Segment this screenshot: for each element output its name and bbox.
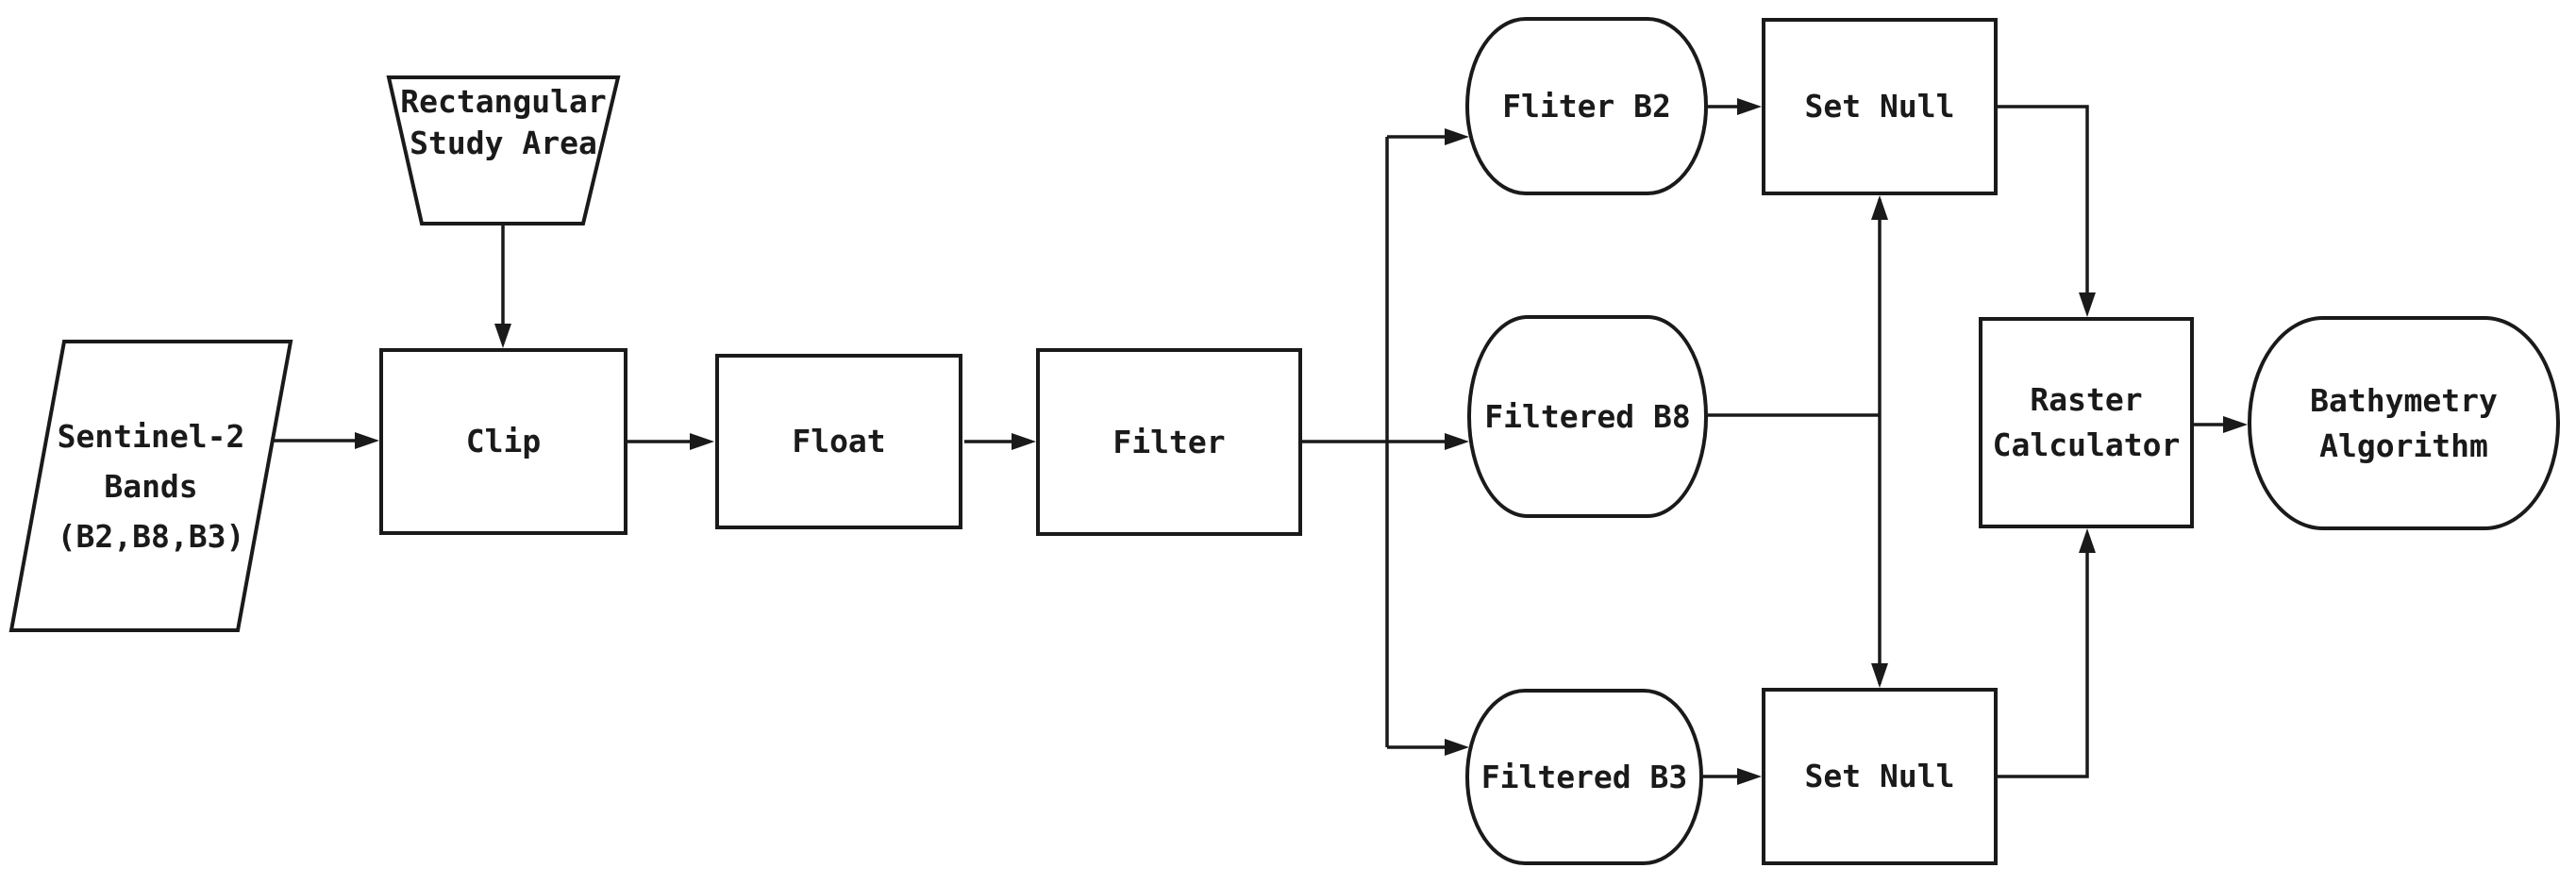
node-filter-b2: Fliter B2	[1465, 17, 1708, 195]
node-filtered-b3-label: Filtered B3	[1480, 758, 1688, 795]
node-study-area-line2: Study Area	[410, 125, 597, 161]
node-raster-calculator: Raster Calculator	[1979, 317, 2194, 528]
node-filter-label: Filter	[1112, 423, 1226, 460]
node-filtered-b8: Filtered B8	[1467, 315, 1708, 518]
node-sentinel-line3: (B2,B8,B3)	[57, 518, 245, 555]
edge-filter-b2-to-set-null-top	[1708, 98, 1762, 115]
edge-filtered-b8-to-set-nulls	[1708, 195, 1888, 688]
node-filter-b2-label: Fliter B2	[1502, 87, 1671, 125]
node-set-null-bottom: Set Null	[1762, 688, 1998, 865]
edge-set-null-top-to-raster-calculator	[1998, 105, 2096, 317]
node-bathymetry-line1: Bathymetry	[2310, 381, 2498, 419]
node-set-null-bottom-label: Set Null	[1804, 758, 1955, 794]
node-filter: Filter	[1036, 348, 1302, 536]
edge-study-area-to-clip	[494, 224, 511, 348]
node-bathymetry-line2: Algorithm	[2319, 426, 2488, 464]
edge-clip-to-float	[627, 433, 714, 450]
node-raster-calculator-line2: Calculator	[1992, 426, 2181, 463]
node-raster-calculator-line1: Raster	[2030, 381, 2143, 418]
node-clip-label: Clip	[465, 423, 542, 459]
node-filtered-b8-label: Filtered B8	[1484, 397, 1691, 435]
node-sentinel-bands-parallelogram	[8, 340, 293, 632]
edge-float-to-filter	[964, 433, 1036, 450]
node-set-null-top-label: Set Null	[1804, 88, 1955, 125]
node-bathymetry-algorithm: Bathymetry Algorithm	[2248, 316, 2560, 530]
node-clip: Clip	[379, 348, 627, 535]
node-rectangular-study-area-trapezoid	[386, 75, 621, 225]
node-sentinel-bands-label: Sentinel-2 Bands (B2,B8,B3)	[9, 411, 293, 561]
node-float: Float	[715, 354, 962, 529]
edge-set-null-bottom-to-raster-calculator	[1998, 528, 2096, 778]
node-sentinel-line2: Bands	[104, 468, 198, 505]
edge-sentinel-to-clip	[273, 432, 379, 449]
edge-filter-to-branches	[1302, 128, 1469, 756]
node-study-area-line1: Rectangular	[400, 83, 607, 120]
node-filtered-b3: Filtered B3	[1465, 689, 1703, 865]
node-sentinel-line1: Sentinel-2	[57, 418, 245, 455]
edge-raster-calculator-to-bathymetry	[2194, 416, 2248, 433]
node-set-null-top: Set Null	[1762, 18, 1998, 195]
edge-filtered-b3-to-set-null-bottom	[1703, 768, 1762, 785]
node-float-label: Float	[792, 423, 886, 459]
node-study-area-label: Rectangular Study Area	[389, 81, 618, 164]
